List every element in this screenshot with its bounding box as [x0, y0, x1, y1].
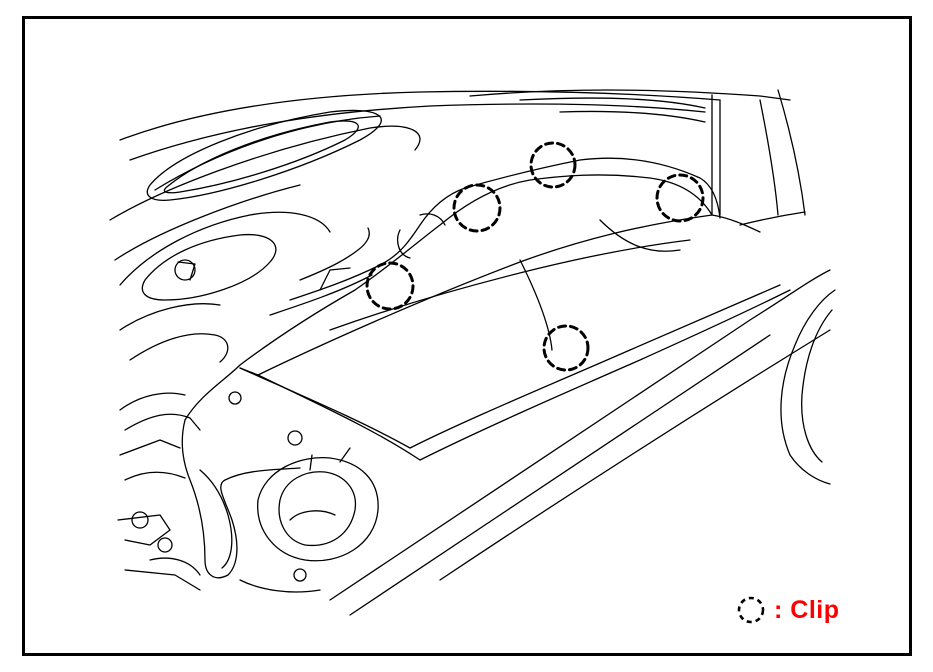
clip-upper-right	[655, 173, 705, 223]
intake-opening	[228, 391, 379, 593]
dashed-circle-icon	[737, 596, 765, 624]
clip-front-center	[542, 324, 590, 372]
legend-label: : Clip	[774, 595, 840, 624]
fender-lines	[329, 89, 836, 616]
clip-upper-middle	[529, 141, 577, 189]
engine-cover-top	[109, 109, 421, 261]
clip-left	[365, 261, 415, 311]
engine-left-components	[117, 211, 331, 591]
hood-edge-lines	[119, 89, 791, 191]
legend: : Clip	[736, 590, 840, 630]
air-cleaner-cover	[181, 174, 791, 579]
intake-hose	[269, 157, 721, 316]
clip-markers	[365, 141, 705, 372]
clip-upper-left	[452, 183, 502, 233]
